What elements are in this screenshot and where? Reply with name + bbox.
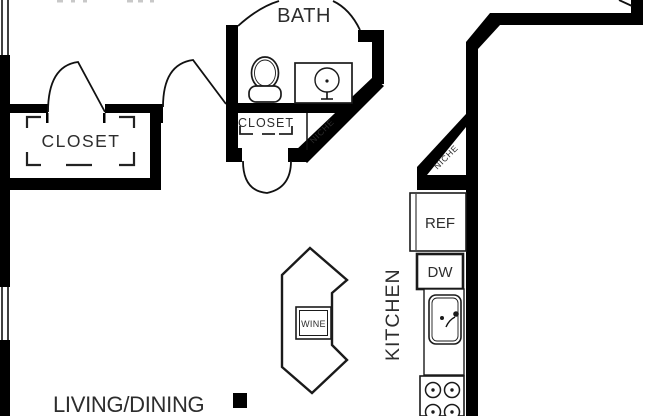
exterior-wall-left	[0, 55, 10, 416]
refrigerator: REF	[409, 192, 467, 252]
bath-walls	[226, 25, 384, 163]
door-arc-entry	[618, 0, 633, 7]
kitchen-walls	[417, 0, 643, 416]
door-arc-closet-main	[47, 61, 106, 113]
closet-main-dashed-outline	[25, 115, 136, 167]
window-icon	[0, 0, 10, 55]
door-arc-bath-left	[237, 0, 280, 27]
room-label-bath: BATH	[277, 5, 331, 27]
door-arc-bath-right	[332, 0, 361, 31]
range-stove-icon	[419, 375, 465, 416]
refrigerator-label: REF	[425, 215, 455, 232]
cropped-label-marks	[57, 0, 154, 3]
door-arc-closet-small	[242, 160, 292, 194]
bath-sink-icon	[294, 62, 353, 104]
room-label-living-dining: LIVING/DINING	[53, 392, 204, 416]
kitchen-island: WINE	[280, 246, 349, 395]
closet-small-dashed-outline	[239, 126, 293, 135]
wine-cooler-label: WINE	[301, 319, 326, 329]
kitchen-sink-icon	[423, 288, 465, 376]
room-label-closet-main: CLOSET	[41, 131, 120, 151]
window-icon	[0, 287, 10, 340]
closet-main-walls	[0, 104, 163, 190]
dishwasher: DW	[415, 252, 465, 291]
dishwasher-label: DW	[428, 264, 454, 281]
room-label-kitchen: KITCHEN	[382, 268, 404, 361]
room-label-closet-small: CLOSET	[238, 116, 294, 130]
column	[233, 393, 247, 408]
toilet-icon	[248, 56, 282, 103]
door-arc-bedroom	[162, 59, 227, 108]
